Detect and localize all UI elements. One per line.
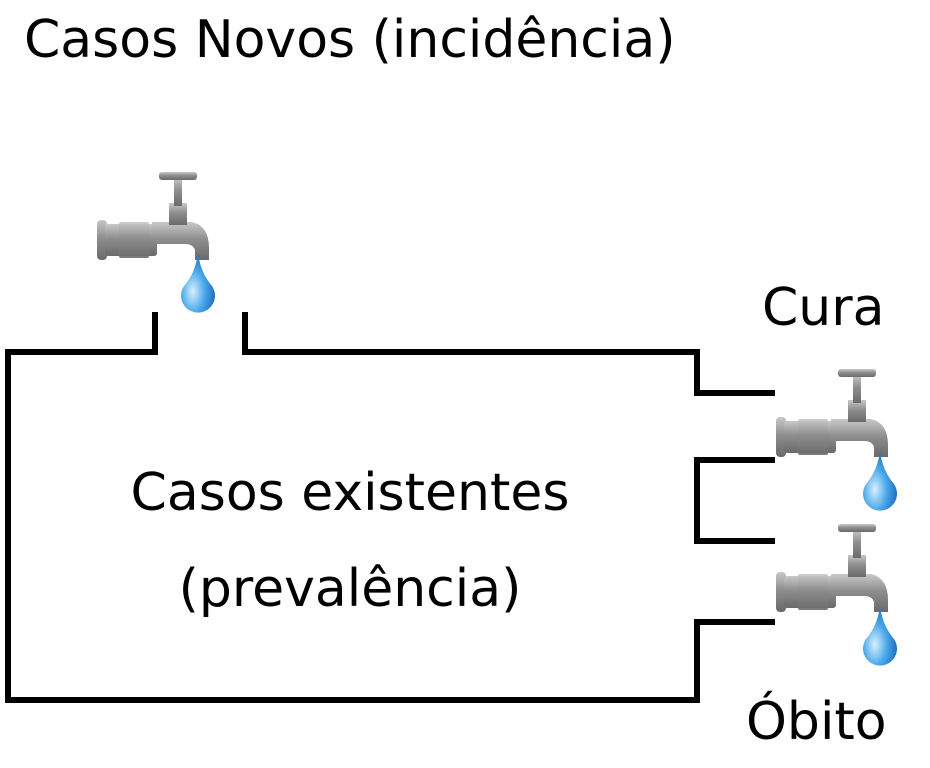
inflow-water-drop-icon (181, 252, 215, 313)
tank-outlet-divider (694, 457, 775, 544)
death-label: Óbito (746, 692, 887, 752)
cure-water-drop-icon (863, 450, 897, 511)
death-faucet-icon (776, 524, 888, 612)
incidence-title: Casos Novos (incidência) (24, 10, 676, 70)
prevalence-label: Casos existentes (prevalência) (40, 445, 660, 637)
prevalence-label-line2: (prevalência) (178, 559, 522, 619)
tank-top-wall (242, 312, 775, 396)
inflow-faucet-icon (97, 172, 209, 260)
cure-faucet-icon (776, 369, 888, 457)
cure-label: Cura (762, 278, 885, 338)
tank-outline (5, 312, 775, 703)
tank-left-wall (5, 312, 775, 703)
prevalence-label-line1: Casos existentes (130, 463, 570, 523)
death-water-drop-icon (863, 605, 897, 666)
